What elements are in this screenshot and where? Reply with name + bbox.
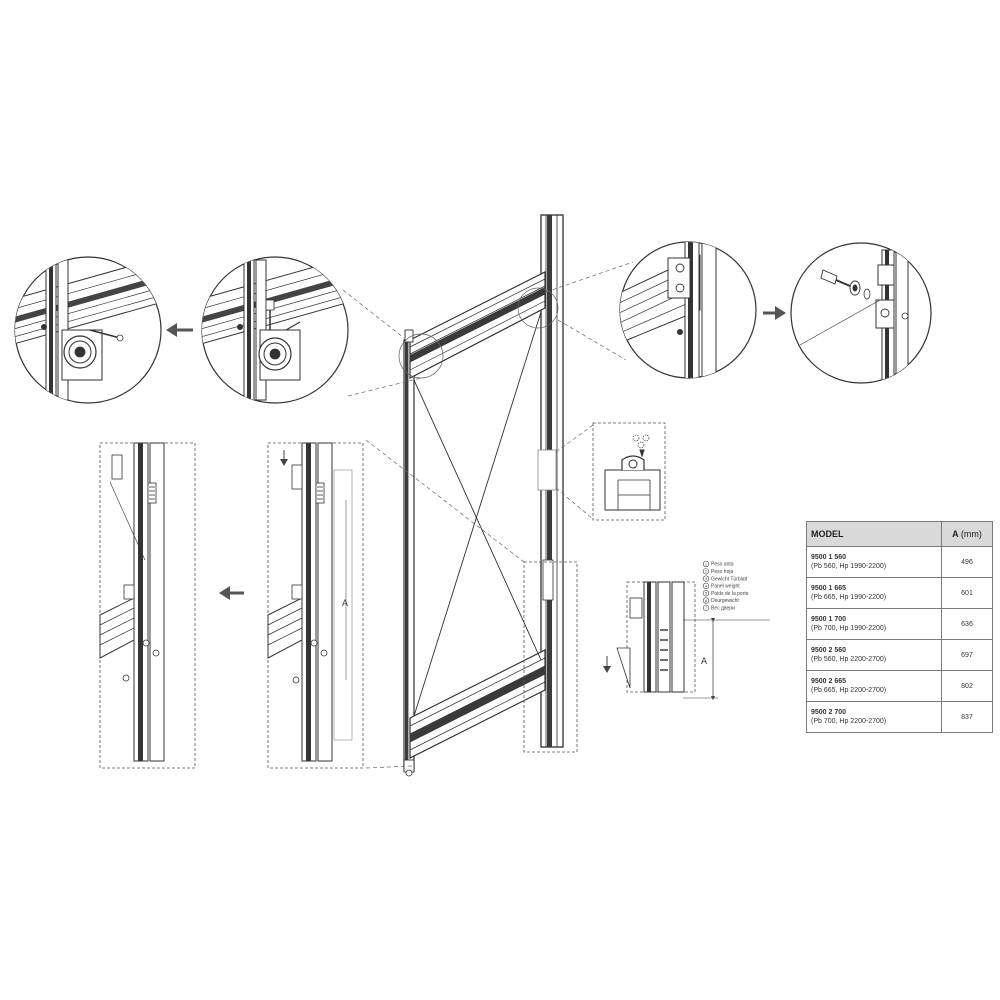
table-row: 9500 2 665 (Pb 665, Hp 2200-2700) 802 (806, 670, 993, 702)
table-header-model: MODEL (806, 521, 942, 547)
detail-circle-3 (619, 241, 757, 379)
arrow-right-icon (763, 306, 786, 320)
model-range: (Pb 700, Hp 1990-2200) (811, 625, 887, 632)
a-value: 601 (941, 577, 993, 609)
legend-text: Panel weight (711, 584, 740, 590)
model-range: (Pb 700, Hp 2200-2700) (811, 718, 887, 725)
legend-number: 7 (705, 605, 708, 610)
arrow-left-icon (219, 586, 244, 600)
profile-section-detail (592, 422, 666, 521)
model-code: 9500 1 700 (811, 616, 847, 623)
table-header-a: A (mm) (941, 521, 993, 547)
model-code: 9500 2 665 (811, 678, 847, 685)
legend-marker (702, 575, 710, 582)
model-range: (Pb 665, Hp 1990-2200) (811, 594, 887, 601)
a-header-label: A (952, 529, 959, 539)
model-table: MODEL A (mm) 9500 1 560 (Pb 560, Hp 1990-… (806, 521, 993, 733)
a-value: 802 (941, 670, 993, 702)
arrow-left-icon (166, 323, 193, 337)
model-range: (Pb 665, Hp 2200-2700) (811, 687, 887, 694)
legend-text: Deurgewicht (711, 598, 739, 604)
dimension-label-a: A (342, 598, 348, 608)
main-door-frame (403, 214, 564, 777)
legend-text: Poids de la porte (711, 591, 749, 597)
model-range: (Pb 560, Hp 1990-2200) (811, 563, 887, 570)
legend-number: 2 (705, 569, 708, 574)
legend-text: Peso hoja (711, 569, 733, 575)
a-value: 837 (941, 701, 993, 733)
dimension-label-a: A (701, 656, 707, 666)
model-cell: 9500 1 560 (Pb 560, Hp 1990-2200) (806, 546, 942, 578)
model-cell: 9500 2 700 (Pb 700, Hp 2200-2700) (806, 701, 942, 733)
table-row: 9500 1 560 (Pb 560, Hp 1990-2200) 496 (806, 546, 993, 578)
arrow-down-icon (603, 656, 611, 673)
table-header-row: MODEL A (mm) (806, 521, 993, 547)
legend-marker (702, 590, 710, 597)
model-cell: 9500 2 560 (Pb 560, Hp 2200-2700) (806, 639, 942, 671)
model-cell: 9500 2 665 (Pb 665, Hp 2200-2700) (806, 670, 942, 702)
bolt-exploded (820, 269, 871, 300)
counterweight-detail: A (603, 581, 770, 701)
table-row: 9500 1 665 (Pb 665, Hp 1990-2200) 601 (806, 577, 993, 609)
a-header-unit: (mm) (960, 529, 982, 539)
model-range: (Pb 560, Hp 2200-2700) (811, 656, 887, 663)
model-header-label: MODEL (811, 529, 844, 539)
a-value: 636 (941, 608, 993, 640)
model-code: 9500 1 560 (811, 554, 847, 561)
arrow-down-icon (280, 450, 288, 466)
table-row: 9500 2 560 (Pb 560, Hp 2200-2700) 697 (806, 639, 993, 671)
legend-marker (702, 560, 710, 568)
model-code: 9500 2 700 (811, 709, 847, 716)
legend-text: Вес двери (711, 606, 735, 612)
legend-number: 1 (705, 561, 708, 566)
detail-circle-4 (790, 242, 932, 384)
table-row: 9500 2 700 (Pb 700, Hp 2200-2700) 837 (806, 701, 993, 733)
legend-marker (702, 604, 710, 611)
detail-panel-1 (99, 442, 196, 769)
detail-panel-lower-center (523, 561, 578, 753)
legend-marker (702, 568, 710, 575)
legend-text: Peso anta (711, 562, 734, 568)
table-row: 9500 1 700 (Pb 700, Hp 1990-2200) 636 (806, 608, 993, 640)
legend-marker (702, 582, 710, 590)
model-cell: 9500 1 665 (Pb 665, Hp 1990-2200) (806, 577, 942, 609)
detail-panel-2: A (267, 442, 364, 769)
a-value: 496 (941, 546, 993, 578)
legend-number: 4 (705, 583, 708, 588)
legend-number: 5 (705, 591, 708, 596)
model-code: 9500 2 560 (811, 647, 847, 654)
model-code: 9500 1 665 (811, 585, 847, 592)
detail-circle-2 (201, 256, 349, 404)
detail-circle-1 (14, 256, 162, 404)
legend-number: 3 (705, 576, 708, 581)
legend-number: 6 (705, 598, 708, 603)
callout-lines (342, 261, 634, 769)
legend-marker (702, 597, 710, 604)
legend-text: Gewicht Türblatt (711, 576, 748, 582)
model-cell: 9500 1 700 (Pb 700, Hp 1990-2200) (806, 608, 942, 640)
a-value: 697 (941, 639, 993, 671)
